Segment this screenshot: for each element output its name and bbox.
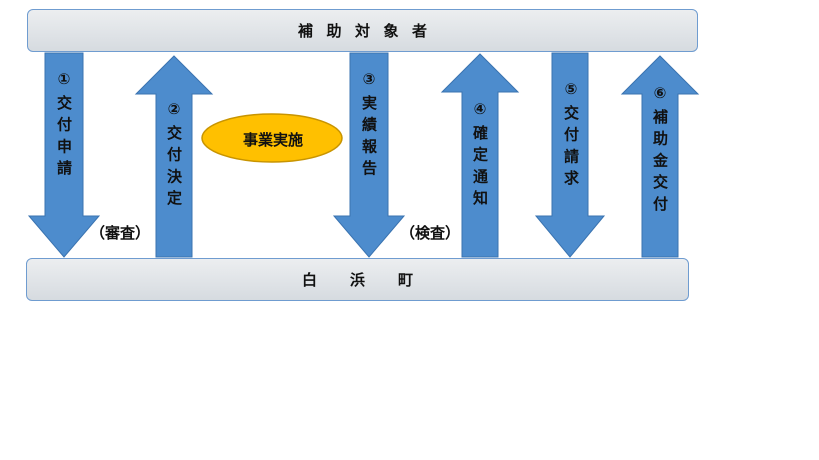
bottom-box-label: 白浜町 bbox=[301, 271, 446, 289]
event-ellipse bbox=[201, 113, 343, 163]
arrow-up-step-6 bbox=[620, 55, 700, 258]
arrow-up-step-4 bbox=[440, 53, 520, 258]
top-box-recipient: 補助対象者 bbox=[27, 9, 698, 52]
step-5-label: ⑤交付請求 bbox=[562, 80, 580, 192]
top-box-label: 補助対象者 bbox=[297, 22, 441, 40]
step-2-label: ②交付決定 bbox=[165, 100, 183, 212]
step-6-label: ⑥補助金交付 bbox=[651, 84, 669, 218]
arrow-up-step-2 bbox=[134, 55, 214, 258]
arrow-down-step-3 bbox=[332, 52, 406, 258]
step-3-label: ③実績報告 bbox=[360, 70, 378, 182]
review-note: （審査） bbox=[90, 224, 151, 242]
arrow-down-step-1 bbox=[27, 52, 101, 258]
bottom-box-town: 白浜町 bbox=[26, 258, 689, 301]
step-1-label: ①交付申請 bbox=[55, 70, 73, 182]
inspection-note: （検査） bbox=[400, 224, 461, 242]
event-label: 事業実施 bbox=[242, 130, 303, 149]
step-4-label: ④確定通知 bbox=[471, 100, 489, 212]
arrow-down-step-5 bbox=[534, 52, 606, 258]
